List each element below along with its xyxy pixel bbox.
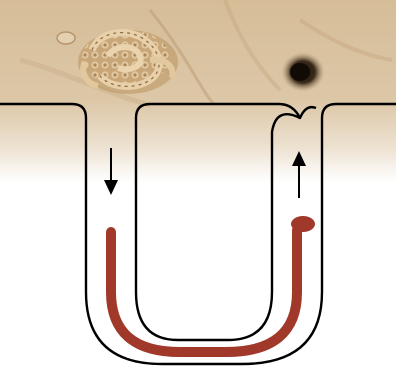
lugworm-head — [291, 216, 315, 232]
sand-pebble — [57, 32, 75, 44]
sand-surface — [0, 0, 396, 182]
lugworm — [111, 230, 297, 352]
cast-pile — [78, 30, 178, 94]
feeding-hole-center — [290, 63, 310, 81]
